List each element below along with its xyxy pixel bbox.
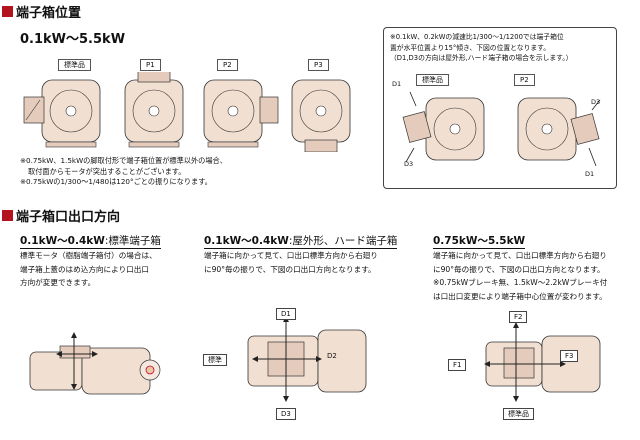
col3-heading: 0.75kW～5.5kW xyxy=(433,235,526,249)
note-label-standard: 標準品 xyxy=(416,74,449,86)
position-label-p1: P1 xyxy=(140,59,161,71)
col1-text: 標準モータ（樹脂端子箱付）の場合は、 端子箱上蓋のはめ込方向により口出口 方向が… xyxy=(20,251,157,287)
outdoor-terminal-box-drawing xyxy=(247,316,367,402)
col2-heading: 0.1kW～0.4kW:屋外形、ハード端子箱 xyxy=(204,235,398,249)
motor-front-view-standard xyxy=(23,79,101,148)
col2-text: 端子箱に向かって見て、口出口標準方向から右廻り に90°毎の振りで、下図の口出口… xyxy=(204,251,378,274)
section-marker-icon xyxy=(2,6,13,17)
position-label-p3: P3 xyxy=(308,59,329,71)
position-label-standard: 標準品 xyxy=(58,59,91,71)
note-label-p2: P2 xyxy=(514,74,535,86)
dir-label-d1-left: D1 xyxy=(392,80,402,88)
dir-label-f1: F1 xyxy=(448,359,467,371)
motor-front-view-p3 xyxy=(291,79,351,152)
dir-label-d3-right: D3 xyxy=(591,98,601,106)
motor-front-view-p2 xyxy=(203,79,279,148)
section-marker-icon xyxy=(2,210,13,221)
standard-terminal-box-drawing xyxy=(29,332,161,395)
section1-notes: ※0.75kW、1.5kWの脚取付形で端子箱位置が標準以外の場合、 取付面からモ… xyxy=(20,156,227,186)
dir-label-d1-right: D1 xyxy=(585,170,595,178)
dir-label-standard-product: 標準品 xyxy=(503,408,534,420)
tilted-terminal-box-drawing xyxy=(402,91,601,167)
dir-label-f3: F3 xyxy=(560,350,579,362)
large-motor-terminal-box-drawing xyxy=(484,322,601,402)
section1-range: 0.1kW～5.5kW xyxy=(20,32,126,47)
dir-label-d3-left: D3 xyxy=(404,160,414,168)
dir-label-d1: D1 xyxy=(276,308,296,320)
section1-title: 端子箱位置 xyxy=(2,2,81,21)
note-box: ※0.1kW、0.2kWの減速比1/300～1/1200では端子箱位 置が水平位… xyxy=(383,27,617,189)
dir-label-standard: 標準 xyxy=(203,354,227,366)
motor-front-view-p1 xyxy=(124,72,184,148)
dir-label-d2: D2 xyxy=(327,352,337,360)
col3-text: 端子箱に向かって見て、口出口標準方向から右廻り に90°毎の振りで、下図の口出口… xyxy=(433,251,608,301)
section2-title: 端子箱口出口方向 xyxy=(2,206,120,225)
dir-label-d3: D3 xyxy=(276,408,296,420)
position-label-p2: P2 xyxy=(217,59,238,71)
col1-heading: 0.1kW～0.4kW:標準端子箱 xyxy=(20,235,161,249)
note-box-text: ※0.1kW、0.2kWの減速比1/300～1/1200では端子箱位 置が水平位… xyxy=(390,33,573,62)
terminal-box-position-drawings xyxy=(23,72,351,152)
dir-label-f2: F2 xyxy=(509,311,528,323)
